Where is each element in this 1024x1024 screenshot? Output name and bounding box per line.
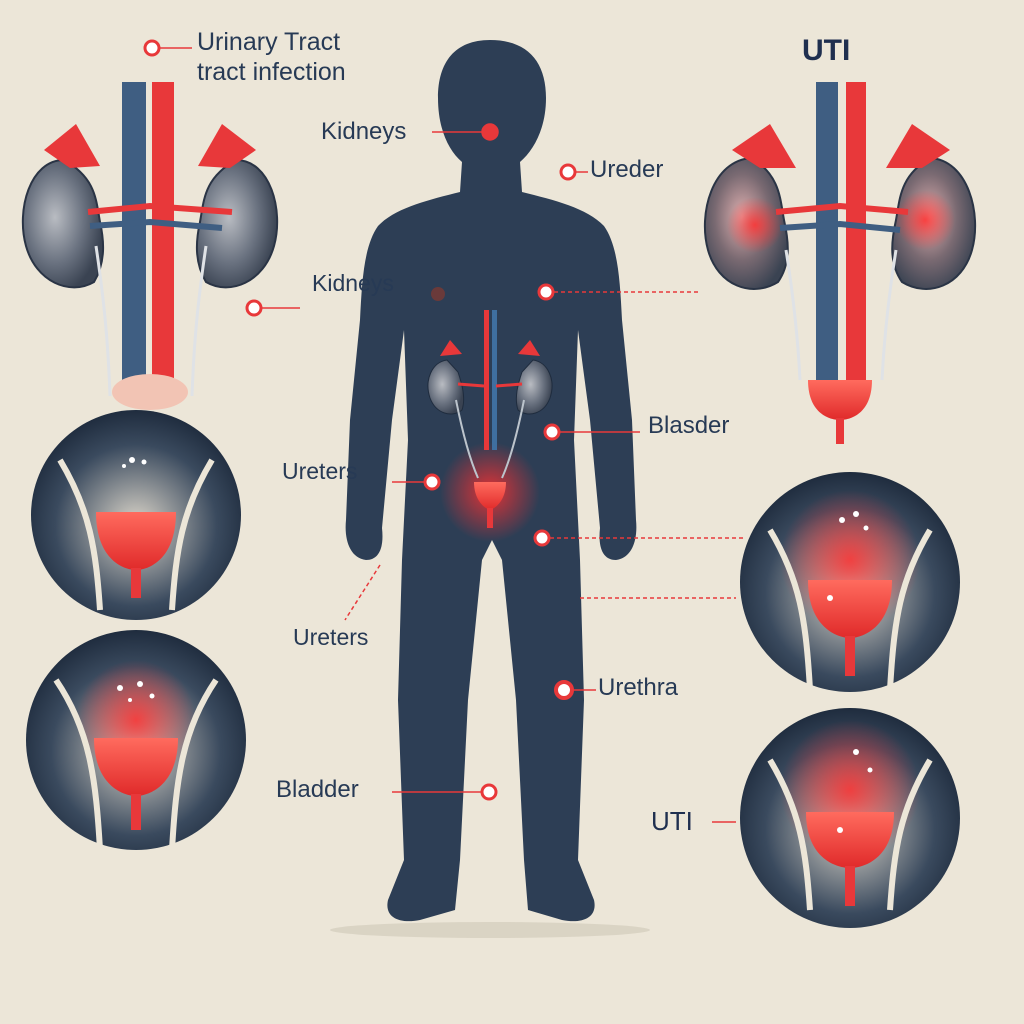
label-ureters-2: Ureters — [293, 624, 369, 650]
bladder-vignette-left-top — [31, 410, 241, 620]
kidney-illustration-right — [704, 82, 976, 444]
label-bladder: Bladder — [276, 776, 359, 803]
uti-heading-top: UTI — [802, 34, 851, 67]
label-ureder: Ureder — [590, 156, 664, 183]
label-urethra: Urethra — [598, 674, 679, 701]
title-line-2: tract infection — [197, 58, 346, 86]
bladder-vignette-right-bottom — [740, 708, 960, 928]
label-ureters-1: Ureters — [282, 458, 358, 484]
label-pointers — [143, 39, 744, 823]
label-kidneys-2: Kidneys — [312, 270, 394, 296]
uti-label-bottom: UTI — [651, 806, 693, 836]
body-urinary-system — [427, 310, 553, 542]
kidney-illustration-left — [21, 82, 279, 410]
bladder-vignette-right-top — [740, 472, 960, 692]
title-line-1: Urinary Tract — [197, 28, 341, 56]
bladder-vignette-left-bottom — [26, 630, 246, 851]
label-blasder: Blasder — [648, 412, 730, 439]
label-kidneys-1: Kidneys — [321, 118, 407, 145]
